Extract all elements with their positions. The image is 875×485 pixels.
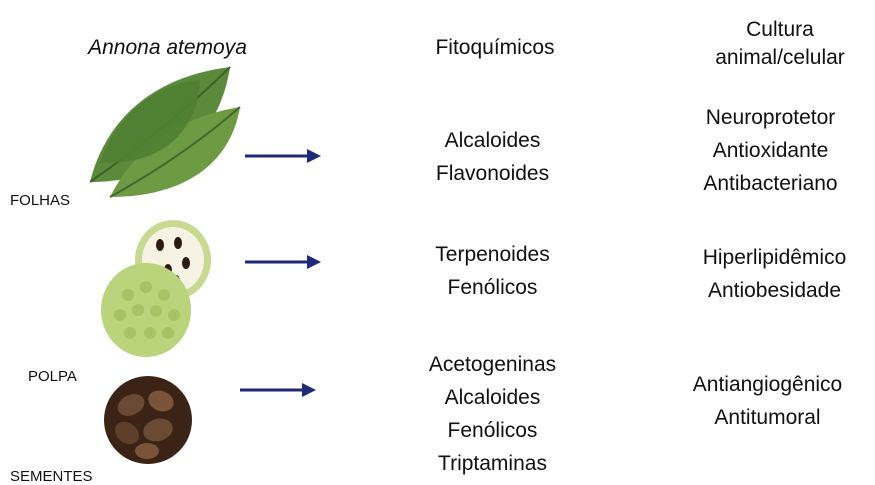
fruit-whole-shape: [101, 263, 191, 357]
compounds-pulp: Terpenoides Fenólicos: [390, 238, 595, 304]
compounds-seeds: Acetogeninas Alcaloides Fenólicos Tripta…: [390, 348, 595, 480]
fruit-image: [98, 215, 213, 360]
compound-item: Flavonoides: [390, 157, 595, 190]
compound-item: Fenólicos: [390, 271, 595, 304]
seeds-image: [103, 375, 193, 465]
header-culture-line2: animal/celular: [680, 44, 875, 72]
part-label-pulp: POLPA: [28, 368, 77, 385]
activities-pulp: Hiperlipidêmico Antiobesidade: [672, 241, 875, 307]
activity-item: Antiobesidade: [672, 274, 875, 307]
activity-item: Hiperlipidêmico: [672, 241, 875, 274]
part-label-seeds: SEMENTES: [10, 468, 93, 485]
arrow-right-icon: [245, 146, 325, 166]
activity-item: Antitumoral: [665, 401, 870, 434]
compound-item: Fenólicos: [390, 414, 595, 447]
compound-item: Alcaloides: [390, 381, 595, 414]
species-title: Annona atemoya: [60, 36, 275, 60]
leaves-image: [80, 62, 245, 202]
compound-item: Triptaminas: [390, 447, 595, 480]
part-label-leaves: FOLHAS: [10, 192, 70, 209]
activity-item: Antioxidante: [668, 134, 873, 167]
activities-seeds: Antiangiogênico Antitumoral: [665, 368, 870, 434]
arrow-right-icon: [245, 252, 325, 272]
arrow-right-icon: [240, 380, 320, 400]
compound-item: Alcaloides: [390, 124, 595, 157]
header-phytochemicals: Fitoquímicos: [395, 34, 595, 62]
activity-item: Antibacteriano: [668, 167, 873, 200]
compound-item: Acetogeninas: [390, 348, 595, 381]
activities-leaves: Neuroprotetor Antioxidante Antibacterian…: [668, 101, 873, 200]
activity-item: Neuroprotetor: [668, 101, 873, 134]
header-culture-line1: Cultura: [680, 16, 875, 44]
activity-item: Antiangiogênico: [665, 368, 870, 401]
compound-item: Terpenoides: [390, 238, 595, 271]
header-culture: Cultura animal/celular: [680, 16, 875, 72]
compounds-leaves: Alcaloides Flavonoides: [390, 124, 595, 190]
